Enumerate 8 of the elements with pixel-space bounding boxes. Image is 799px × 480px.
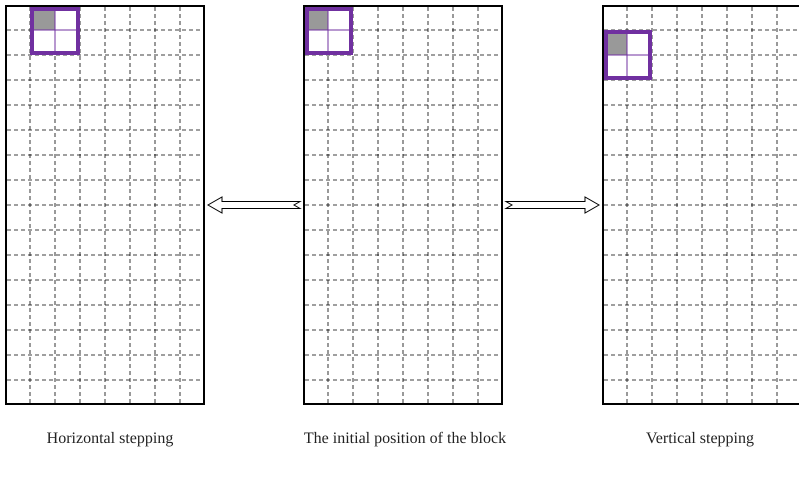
grid-box <box>602 5 799 405</box>
node-label: Vertical stepping <box>645 429 755 449</box>
node-label: Horizontal stepping <box>46 429 174 449</box>
node-label: The initial position of the block <box>302 429 508 449</box>
grid-box <box>5 5 205 405</box>
hollow-arrow <box>207 196 302 214</box>
hollow-arrow <box>504 196 600 214</box>
grid-box <box>303 5 503 405</box>
